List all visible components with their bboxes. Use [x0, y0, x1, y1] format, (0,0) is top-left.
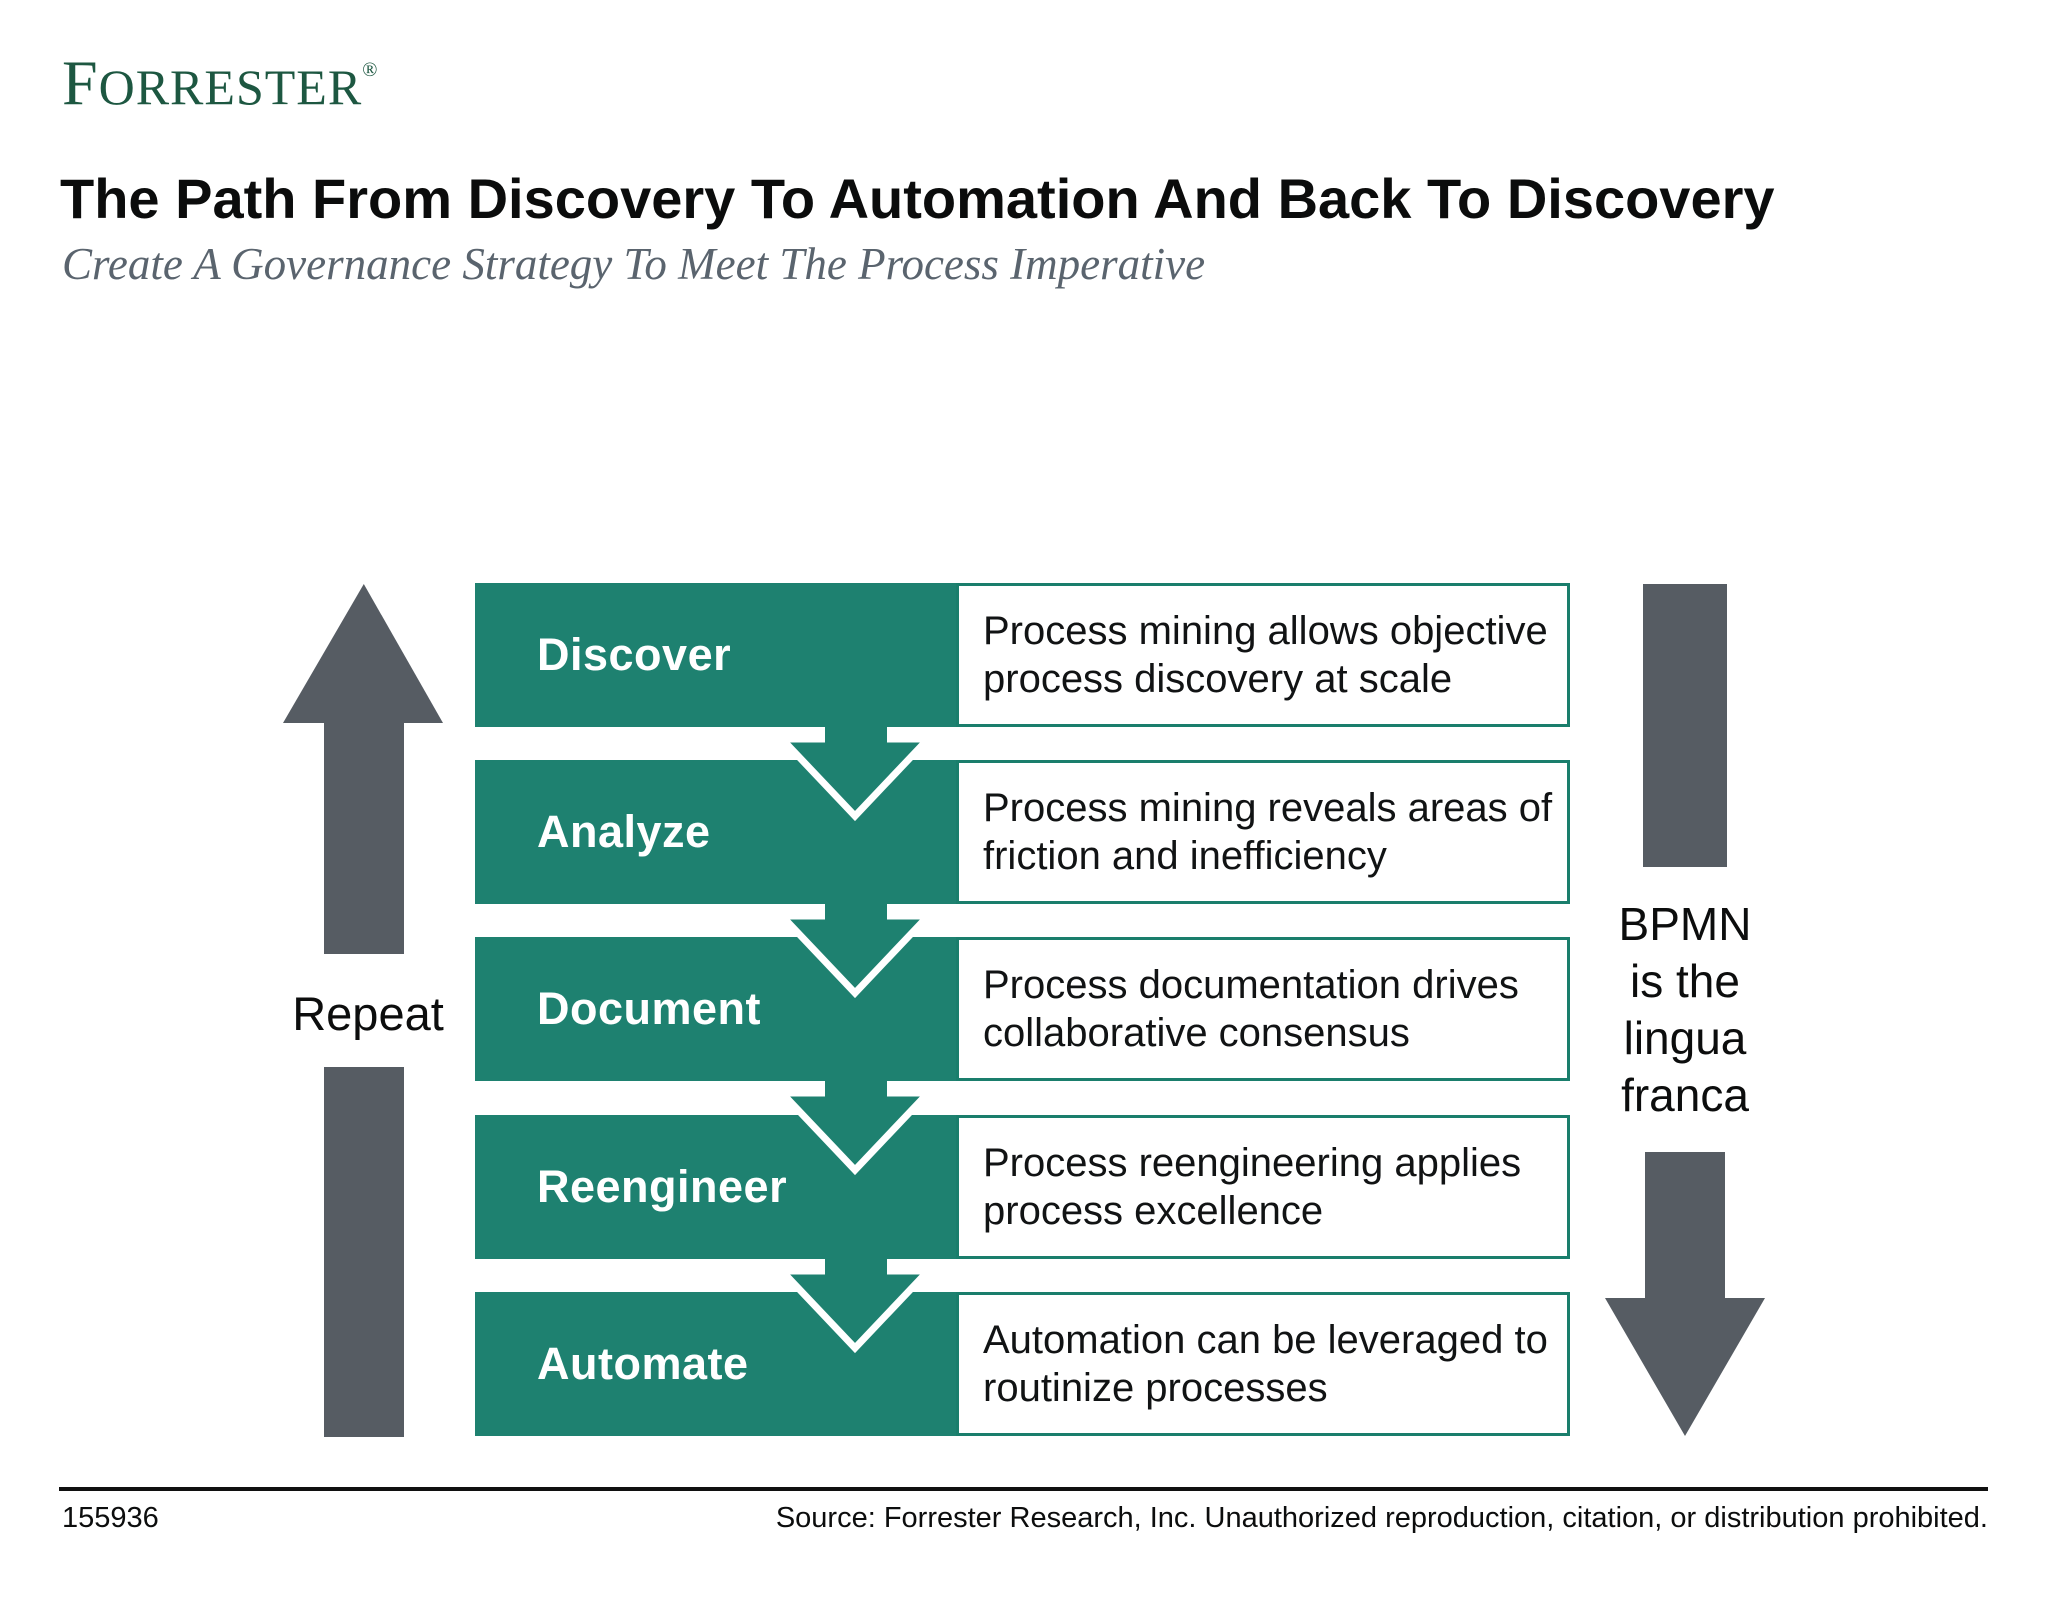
- process-row-reengineer: Reengineer Process reengineering applies…: [475, 1115, 1570, 1259]
- stage-label: Analyze: [537, 806, 711, 857]
- document-number: 155936: [62, 1502, 159, 1534]
- bpmn-down-arrow-shaft: [1645, 1152, 1725, 1300]
- process-row-discover: Discover Process mining allows objective…: [475, 583, 1570, 727]
- repeat-up-arrow-shaft: [324, 722, 404, 954]
- repeat-up-arrow-head-icon: [283, 584, 443, 723]
- stage-description-box: Automation can be leveraged to routinize…: [956, 1292, 1570, 1436]
- bpmn-label-line: franca: [1621, 1069, 1749, 1121]
- logo-first-letter: F: [62, 47, 99, 118]
- bpmn-label-line: BPMN: [1618, 898, 1752, 950]
- stage-label: Automate: [537, 1338, 749, 1389]
- stage-description-box: Process mining allows objective process …: [956, 583, 1570, 727]
- stage-description: Process mining reveals areas of friction…: [983, 786, 1553, 878]
- forrester-logo: FORRESTER®: [62, 46, 377, 120]
- bpmn-label-line: lingua: [1623, 1012, 1747, 1064]
- bpmn-label: BPMN is the lingua franca: [1585, 896, 1785, 1124]
- repeat-arrow-lower-bar: [324, 1067, 404, 1437]
- stage-description: Process mining allows objective process …: [983, 609, 1548, 701]
- stage-description-box: Process mining reveals areas of friction…: [956, 760, 1570, 904]
- logo-rest: ORRESTER: [98, 59, 363, 115]
- stage-description: Process documentation drives collaborati…: [983, 963, 1519, 1055]
- figure-title: The Path From Discovery To Automation An…: [60, 167, 1775, 230]
- process-flow: Discover Process mining allows objective…: [475, 583, 1570, 1436]
- down-arrow-icon: [776, 894, 936, 999]
- footer-divider: [59, 1487, 1988, 1491]
- bpmn-arrow-upper-bar: [1643, 584, 1727, 867]
- down-arrow-icon: [776, 1249, 936, 1354]
- process-row-automate: Automate Automation can be leveraged to …: [475, 1292, 1570, 1436]
- stage-description: Automation can be leveraged to routinize…: [983, 1318, 1548, 1410]
- process-row-analyze: Analyze Process mining reveals areas of …: [475, 760, 1570, 904]
- process-row-document: Document Process documentation drives co…: [475, 937, 1570, 1081]
- registered-trademark-icon: ®: [362, 59, 378, 81]
- source-attribution: Source: Forrester Research, Inc. Unautho…: [775, 1502, 1988, 1534]
- bpmn-label-line: is the: [1630, 955, 1740, 1007]
- stage-description: Process reengineering applies process ex…: [983, 1141, 1522, 1233]
- down-arrow-icon: [776, 1071, 936, 1176]
- repeat-label: Repeat: [292, 987, 444, 1040]
- down-arrow-icon: [776, 717, 936, 822]
- stage-label: Discover: [537, 629, 732, 680]
- stage-label: Reengineer: [537, 1161, 788, 1212]
- stage-description-box: Process reengineering applies process ex…: [956, 1115, 1570, 1259]
- bpmn-down-arrow-head-icon: [1605, 1298, 1765, 1436]
- stage-label: Document: [537, 983, 762, 1034]
- stage-description-box: Process documentation drives collaborati…: [956, 937, 1570, 1081]
- figure-subtitle: Create A Governance Strategy To Meet The…: [62, 239, 1206, 289]
